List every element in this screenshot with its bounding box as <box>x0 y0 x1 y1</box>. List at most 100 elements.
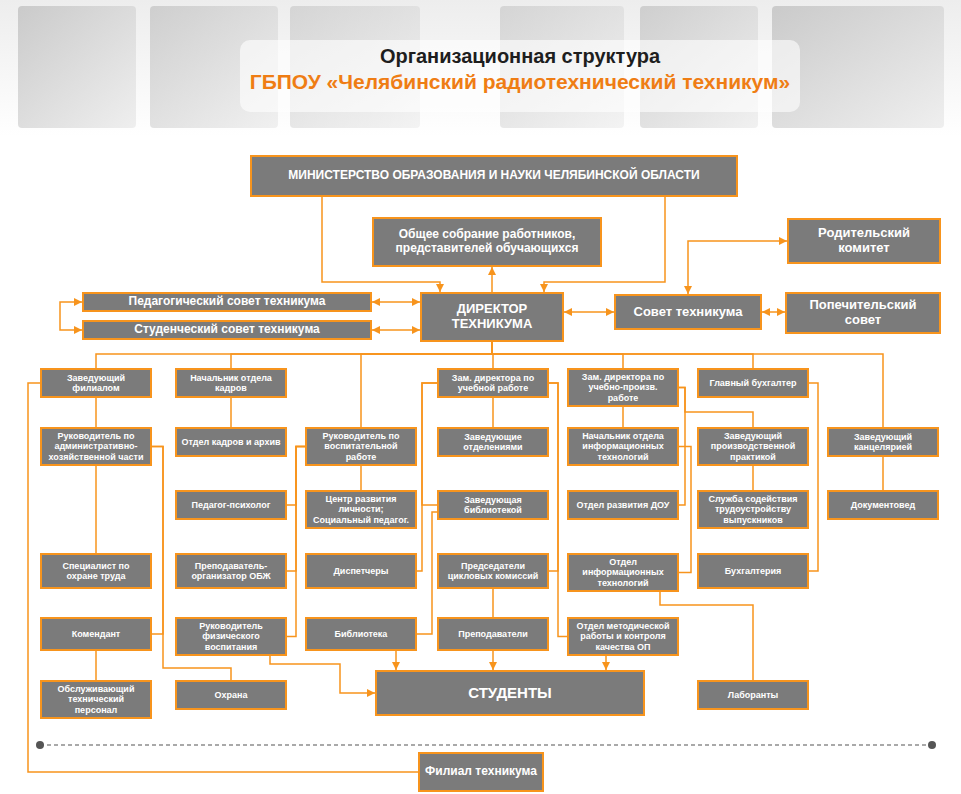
connector <box>152 447 163 635</box>
org-box: Центр развития личности; Социальный педа… <box>305 490 417 529</box>
org-box: Заведующие отделениями <box>437 427 549 457</box>
org-box: Зам. директора по учебной работе <box>437 368 549 398</box>
connector-line <box>622 407 624 427</box>
connector <box>809 383 818 571</box>
connector <box>564 312 614 313</box>
org-box: Библиотека <box>305 617 417 651</box>
org-box: Лаборанты <box>697 680 809 710</box>
box-text: Обслуживающий технический персонал <box>46 684 146 715</box>
org-box: Председатели цикловых комиссий <box>437 553 549 589</box>
org-box: Служба содействия трудоустройству выпуск… <box>697 490 809 529</box>
org-box: Начальник отдела информационных технолог… <box>567 427 679 466</box>
org-box: Отдел кадров и архив <box>175 427 287 457</box>
header: Организационная структураГБПОУ «Челябинс… <box>160 44 880 95</box>
connector-line <box>492 651 494 670</box>
box-text: Филиал техникума <box>425 765 537 779</box>
box-text: Диспетчеры <box>333 566 388 576</box>
box-text: ДИРЕКТОР ТЕХНИКУМА <box>426 302 558 332</box>
subtitle: ГБПОУ «Челябинский радиотехнический техн… <box>160 69 880 95</box>
connector <box>688 241 787 294</box>
box-text: Преподаватели <box>458 629 528 639</box>
connector <box>753 466 754 490</box>
org-box: Филиал техникума <box>418 752 544 792</box>
connector <box>322 197 665 292</box>
org-box: Заведующий канцелярией <box>827 427 939 457</box>
connector <box>417 512 437 634</box>
box-text: Отдел кадров и архив <box>182 437 281 447</box>
box-text: Общее собрание работников, представителе… <box>378 228 596 256</box>
box-text: Главный бухгалтер <box>709 378 796 388</box>
box-text: Заведующий канцелярией <box>833 432 933 453</box>
org-box: Отдел методической работы и контроля кач… <box>567 617 679 656</box>
connector-line <box>395 651 397 670</box>
connector <box>372 330 420 331</box>
connector-line <box>549 383 567 637</box>
box-text: Заведующий филиалом <box>46 373 146 394</box>
connector <box>493 651 494 670</box>
connector <box>883 457 884 490</box>
connector <box>493 589 494 617</box>
box-text: Заведующая библиотекой <box>443 495 543 516</box>
box-text: Бухгалтерия <box>725 566 782 576</box>
org-box: Студенческий совет техникума <box>82 320 372 340</box>
org-box: Бухгалтерия <box>697 553 809 589</box>
connector <box>549 383 558 571</box>
connector-line <box>492 342 883 427</box>
org-box: Заведующий производственной практикой <box>697 427 809 466</box>
connector-line <box>95 466 97 553</box>
connector <box>361 466 362 490</box>
org-box: Педагог-психолог <box>175 490 287 520</box>
org-box: Преподаватели <box>437 617 549 651</box>
box-text: Педагог-психолог <box>192 500 271 510</box>
connector-line <box>492 342 623 368</box>
connector-line <box>96 342 492 368</box>
org-box: Руководитель по административно-хозяйств… <box>40 427 152 466</box>
connector <box>96 398 97 427</box>
box-text: Педагогический совет техникума <box>129 295 326 309</box>
org-box: ДИРЕКТОР ТЕХНИКУМА <box>420 292 564 342</box>
org-box: Заведующая библиотекой <box>437 490 549 520</box>
box-text: Зам. директора по учебно-произв. работе <box>573 372 673 403</box>
box-text: Документовед <box>851 500 915 510</box>
separator-line <box>40 744 932 745</box>
connector <box>606 656 607 670</box>
box-text: Преподаватель-организатор ОБЖ <box>181 561 281 582</box>
org-box: Преподаватель-организатор ОБЖ <box>175 553 287 589</box>
org-box: МИНИСТЕРСТВО ОБРАЗОВАНИЯ И НАУКИ ЧЕЛЯБИН… <box>250 155 738 197</box>
connector-line <box>882 457 884 490</box>
box-text: СТУДЕНТЫ <box>468 684 552 701</box>
org-box: Заведующий филиалом <box>40 368 152 398</box>
connector <box>96 342 492 368</box>
org-box: Попечительский совет <box>785 292 941 334</box>
box-text: Специалист по охране труда <box>46 561 146 582</box>
connector <box>549 383 567 637</box>
box-text: Охрана <box>215 690 248 700</box>
connector <box>623 407 624 427</box>
title: Организационная структура <box>160 44 880 69</box>
box-text: Заведующий производственной практикой <box>703 431 803 462</box>
connector <box>492 342 883 427</box>
header-photo <box>18 6 136 128</box>
connector <box>372 302 420 303</box>
box-text: Отдел развития ДОУ <box>577 500 670 510</box>
box-text: Комендант <box>72 629 121 639</box>
connector-line <box>152 447 163 635</box>
connector <box>492 342 753 368</box>
connector-line <box>95 651 97 680</box>
org-box: Зам. директора по учебно-произв. работе <box>567 368 679 407</box>
connector-line <box>492 342 753 368</box>
connector <box>28 383 418 772</box>
connector-line <box>549 383 558 571</box>
connector-line <box>60 302 82 330</box>
connector <box>422 383 437 505</box>
box-text: Начальник отдела кадров <box>181 373 281 394</box>
box-text: Заведующие отделениями <box>443 432 543 453</box>
box-text: Зам. директора по учебной работе <box>443 373 543 394</box>
box-text: Центр развития личности; Социальный педа… <box>311 494 411 525</box>
box-text: Председатели цикловых комиссий <box>443 561 543 582</box>
box-text: Библиотека <box>335 629 388 639</box>
org-box: Отдел информационных технологий <box>567 553 679 592</box>
org-box: Начальник отдела кадров <box>175 368 287 398</box>
org-box: Специалист по охране труда <box>40 553 152 589</box>
